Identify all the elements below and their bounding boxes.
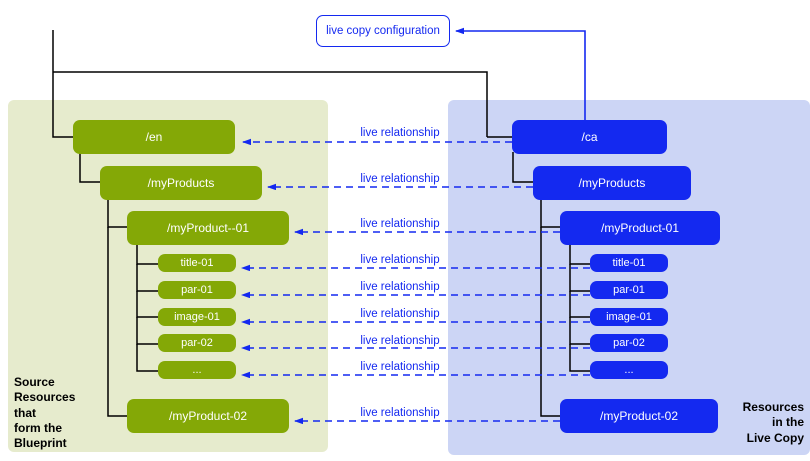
node-src-par01[interactable]: par-01 (158, 281, 236, 299)
node-label: par-02 (613, 336, 645, 349)
node-src-myproducts[interactable]: /myProducts (100, 166, 262, 200)
node-lc-product02[interactable]: /myProduct-02 (560, 399, 718, 433)
live-panel-caption: Resources in the Live Copy (742, 400, 804, 445)
node-label: par-01 (181, 283, 213, 296)
live-copy-configuration-box[interactable]: live copy configuration (316, 15, 450, 47)
relationship-label-4: live relationship (360, 254, 440, 266)
node-label: /ca (581, 130, 598, 144)
node-src-product01[interactable]: /myProduct--01 (127, 211, 289, 245)
node-label: image-01 (606, 310, 652, 323)
node-lc-par01[interactable]: par-01 (590, 281, 668, 299)
node-lc-image01[interactable]: image-01 (590, 308, 668, 326)
node-lc-title01[interactable]: title-01 (590, 254, 668, 272)
node-src-image01[interactable]: image-01 (158, 308, 236, 326)
node-label: /myProduct--01 (166, 221, 250, 235)
node-label: /myProduct-02 (599, 409, 679, 423)
node-label: image-01 (174, 310, 220, 323)
node-label: ... (192, 363, 202, 376)
relationship-label-8: live relationship (360, 361, 440, 373)
relationship-label-1: live relationship (360, 127, 440, 139)
node-lc-par02[interactable]: par-02 (590, 334, 668, 352)
relationship-label-2: live relationship (360, 173, 440, 185)
node-label: title-01 (612, 256, 646, 269)
node-src-product02[interactable]: /myProduct-02 (127, 399, 289, 433)
node-label: /myProducts (147, 176, 215, 190)
source-resources-panel (8, 100, 328, 452)
node-label: par-02 (181, 336, 213, 349)
relationship-label-6: live relationship (360, 308, 440, 320)
node-src-en[interactable]: /en (73, 120, 235, 154)
live-copy-configuration-label: live copy configuration (326, 25, 440, 37)
node-label: /myProduct-02 (168, 409, 248, 423)
source-panel-caption: Source Resources that form the Blueprint (14, 375, 76, 451)
node-label: par-01 (613, 283, 645, 296)
node-lc-ellipsis[interactable]: ... (590, 361, 668, 379)
node-lc-myproducts[interactable]: /myProducts (533, 166, 691, 200)
node-src-title01[interactable]: title-01 (158, 254, 236, 272)
relationship-label-3: live relationship (360, 218, 440, 230)
live-copy-panel (448, 100, 810, 455)
node-label: /myProduct-01 (600, 221, 680, 235)
relationship-label-7: live relationship (360, 335, 440, 347)
node-label: ... (624, 363, 634, 376)
node-label: /en (145, 130, 163, 144)
node-lc-product01[interactable]: /myProduct-01 (560, 211, 720, 245)
node-src-ellipsis[interactable]: ... (158, 361, 236, 379)
node-label: title-01 (180, 256, 214, 269)
node-src-par02[interactable]: par-02 (158, 334, 236, 352)
relationship-label-5: live relationship (360, 281, 440, 293)
relationship-label-9: live relationship (360, 407, 440, 419)
node-lc-ca[interactable]: /ca (512, 120, 667, 154)
node-label: /myProducts (578, 176, 646, 190)
